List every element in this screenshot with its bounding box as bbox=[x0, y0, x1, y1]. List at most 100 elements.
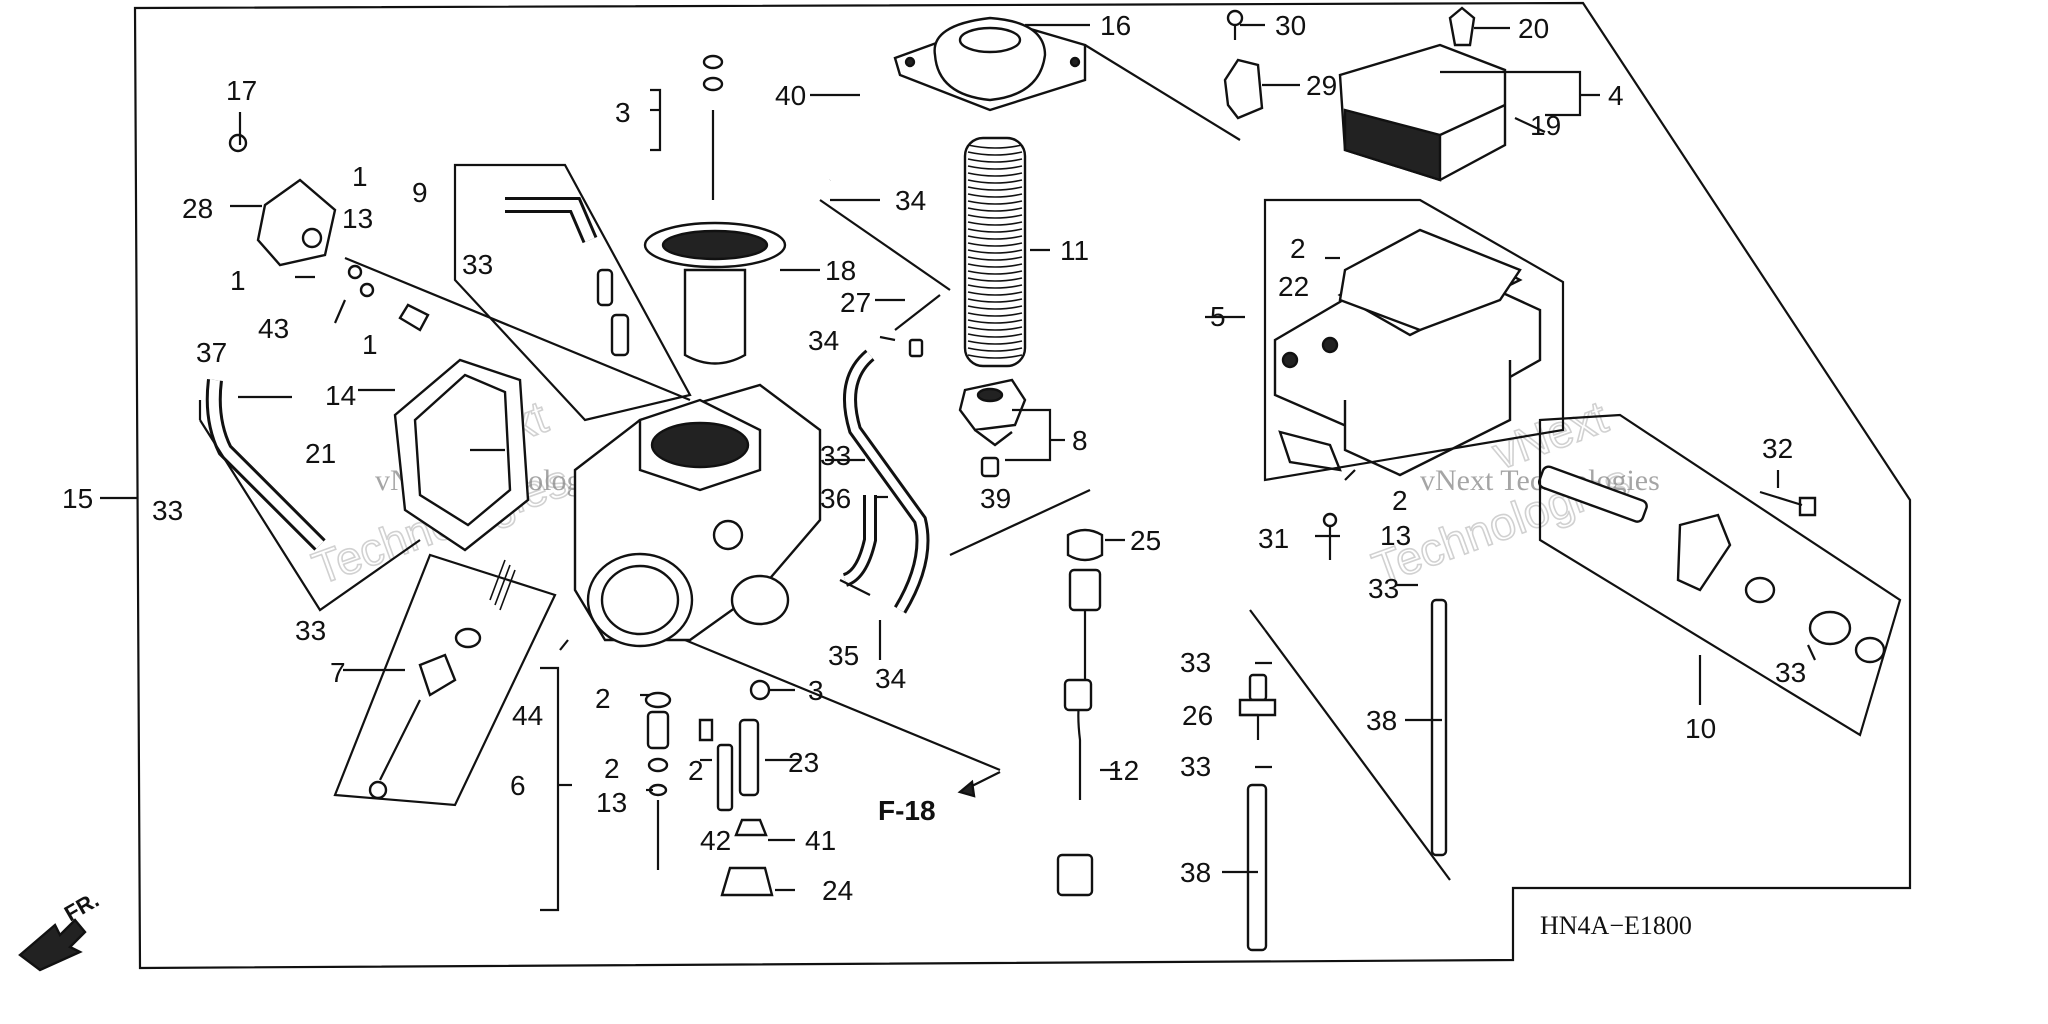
callout-41: 41 bbox=[805, 825, 836, 856]
part-7-pilot-screw-set bbox=[368, 559, 516, 800]
part-29-30-clip-screw bbox=[1223, 9, 1264, 120]
callout-12: 12 bbox=[1108, 755, 1139, 786]
spring-coil bbox=[967, 151, 1023, 156]
spring-coil bbox=[967, 340, 1023, 345]
callout-13-b: 13 bbox=[1380, 520, 1411, 551]
callout-36: 36 bbox=[820, 483, 851, 514]
callout-1-a: 1 bbox=[352, 161, 368, 192]
callout-4: 4 bbox=[1608, 80, 1624, 111]
spring-coil bbox=[967, 270, 1023, 275]
callout-26: 26 bbox=[1182, 700, 1213, 731]
spring-coil bbox=[967, 312, 1023, 317]
callout-33-b: 33 bbox=[152, 495, 183, 526]
spring-coil bbox=[967, 221, 1023, 226]
spring-coil bbox=[967, 319, 1023, 324]
callout-25: 25 bbox=[1130, 525, 1161, 556]
callout-14: 14 bbox=[325, 380, 356, 411]
part-21-cover bbox=[393, 358, 530, 552]
callout-3-b: 3 bbox=[808, 675, 824, 706]
callout-33-c: 33 bbox=[295, 615, 326, 646]
callout-34-c: 34 bbox=[875, 663, 906, 694]
callout-2-a: 2 bbox=[1290, 233, 1306, 264]
part-6-main-jet-set bbox=[644, 691, 672, 870]
part-28-pump-cover bbox=[228, 133, 430, 332]
spring-coil bbox=[967, 235, 1023, 240]
part-39-hose-inner bbox=[846, 351, 927, 613]
spring-coil bbox=[967, 144, 1023, 149]
spring-coil bbox=[967, 326, 1023, 331]
callout-2-b: 2 bbox=[1392, 485, 1408, 516]
spring-coil bbox=[967, 284, 1023, 289]
spring-coil bbox=[967, 172, 1023, 177]
part-11-spring bbox=[963, 136, 1027, 368]
callout-2-e: 2 bbox=[688, 755, 704, 786]
callout-37: 37 bbox=[196, 337, 227, 368]
callout-31: 31 bbox=[1258, 523, 1289, 554]
callout-33-h: 33 bbox=[1180, 751, 1211, 782]
spring-coil bbox=[967, 179, 1023, 184]
callout-15: 15 bbox=[62, 483, 93, 514]
part-16-top-cover bbox=[893, 16, 1087, 112]
callout-labels: 17 28 1 13 1 43 1 9 33 3 40 34 18 16 11 … bbox=[62, 10, 1806, 906]
part-10-pump-assembly bbox=[1537, 465, 1886, 664]
callout-23: 23 bbox=[788, 747, 819, 778]
callout-40: 40 bbox=[775, 80, 806, 111]
part-37-hose-inner bbox=[208, 379, 324, 549]
spring-coil bbox=[967, 298, 1023, 303]
part-27-bolt bbox=[894, 294, 941, 358]
callout-6: 6 bbox=[510, 770, 526, 801]
part-18-vacuum-piston bbox=[643, 221, 787, 365]
part-36-hose-inner bbox=[843, 495, 874, 584]
spring-coil bbox=[967, 158, 1023, 163]
diagram-code: HN4A−E1800 bbox=[1540, 911, 1692, 940]
callout-44: 44 bbox=[512, 700, 543, 731]
callout-10: 10 bbox=[1685, 713, 1716, 744]
callout-34-a: 34 bbox=[895, 185, 926, 216]
callout-19: 19 bbox=[1530, 110, 1561, 141]
spring-coil bbox=[967, 256, 1023, 261]
part-4-float bbox=[1338, 6, 1546, 182]
part-31-32-screws bbox=[1322, 490, 1817, 560]
part-38-hose-right bbox=[1430, 598, 1448, 857]
callout-16: 16 bbox=[1100, 10, 1131, 41]
callout-33-d: 33 bbox=[820, 440, 851, 471]
f18-label: F-18 bbox=[878, 795, 936, 826]
callout-29: 29 bbox=[1306, 70, 1337, 101]
part-8-jet-needle-holder bbox=[958, 378, 1027, 478]
callout-3-a: 3 bbox=[615, 97, 631, 128]
part-23-24-41-42-jets bbox=[698, 679, 774, 897]
spring-coil bbox=[967, 228, 1023, 233]
callout-24: 24 bbox=[822, 875, 853, 906]
callout-38-a: 38 bbox=[1366, 705, 1397, 736]
callout-34-b: 34 bbox=[808, 325, 839, 356]
callout-17: 17 bbox=[226, 75, 257, 106]
spring-coil bbox=[967, 249, 1023, 254]
part-22-gasket bbox=[1338, 228, 1522, 332]
callout-33-a: 33 bbox=[462, 249, 493, 280]
callout-7: 7 bbox=[330, 657, 346, 688]
callout-35: 35 bbox=[828, 640, 859, 671]
callout-33-e: 33 bbox=[1368, 573, 1399, 604]
callout-43: 43 bbox=[258, 313, 289, 344]
part-26-fitting bbox=[1238, 673, 1277, 740]
f18-reference bbox=[957, 771, 1001, 798]
callout-13-a: 13 bbox=[342, 203, 373, 234]
part-carburetor-body bbox=[573, 383, 822, 648]
part-3-needle-set bbox=[702, 54, 724, 200]
spring-coil bbox=[967, 263, 1023, 268]
callout-38-b: 38 bbox=[1180, 857, 1211, 888]
callout-33-g: 33 bbox=[1180, 647, 1211, 678]
spring-coil bbox=[967, 165, 1023, 170]
callout-8: 8 bbox=[1072, 425, 1088, 456]
spring-coil bbox=[967, 354, 1023, 359]
callout-42: 42 bbox=[700, 825, 731, 856]
callout-1-c: 1 bbox=[362, 329, 378, 360]
callout-32: 32 bbox=[1762, 433, 1793, 464]
spring-coil bbox=[967, 214, 1023, 219]
callout-1-b: 1 bbox=[230, 265, 246, 296]
front-direction-arrow bbox=[18, 918, 87, 972]
part-38-hose-lower bbox=[1246, 783, 1268, 952]
spring-coil bbox=[967, 347, 1023, 352]
spring-coil bbox=[967, 207, 1023, 212]
